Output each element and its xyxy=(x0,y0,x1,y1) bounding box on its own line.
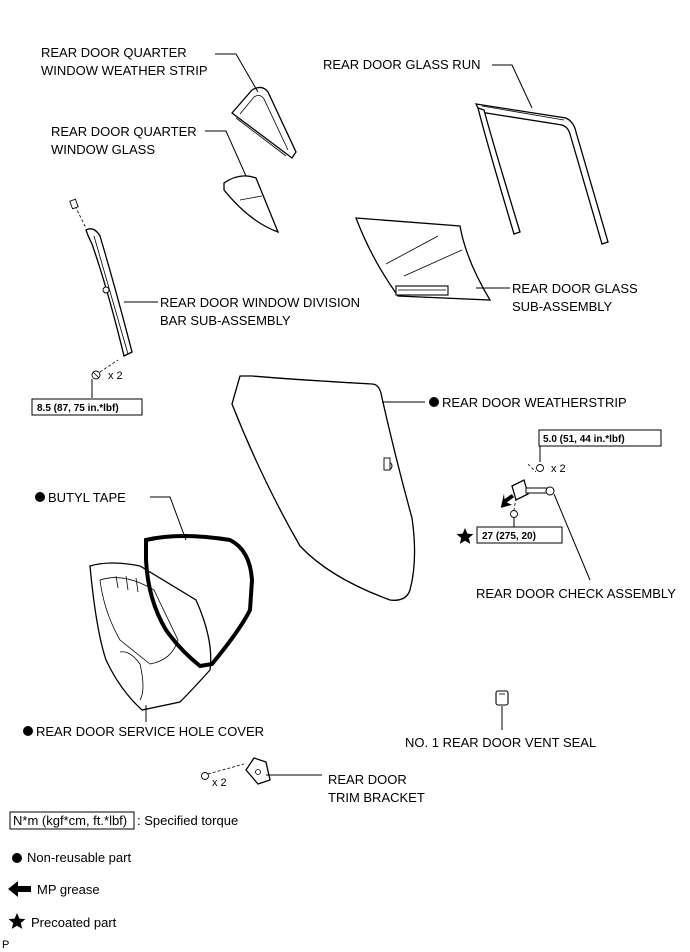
non-reusable-icon xyxy=(12,853,22,863)
torque-division-bar: 8.5 (87, 75 in.*lbf) xyxy=(37,403,119,414)
torque-check-lower: 27 (275, 20) xyxy=(482,531,536,542)
label-glass-sub-1: REAR DOOR GLASS xyxy=(512,281,638,296)
window-division-bar xyxy=(69,198,133,357)
label-glass-sub-2: SUB-ASSEMBLY xyxy=(512,299,613,314)
non-reusable-dot-butyl xyxy=(35,492,45,502)
trim-bracket-count: x 2 xyxy=(212,777,227,789)
label-trim-bracket-1: REAR DOOR xyxy=(328,772,407,787)
precoated-icon xyxy=(8,913,26,929)
division-bar-bolt-icon xyxy=(91,359,119,380)
legend-mp-grease: MP grease xyxy=(37,882,100,897)
label-quarter-weather-strip-1: REAR DOOR QUARTER xyxy=(41,45,187,60)
division-bar-count: x 2 xyxy=(108,370,123,382)
label-trim-bracket-2: TRIM BRACKET xyxy=(328,790,425,805)
label-division-bar-2: BAR SUB-ASSEMBLY xyxy=(160,313,291,328)
non-reusable-dot-cover xyxy=(23,726,33,736)
label-vent-seal: NO. 1 REAR DOOR VENT SEAL xyxy=(405,735,596,750)
torque-check-upper: 5.0 (51, 44 in.*lbf) xyxy=(543,434,625,445)
footer-code: P xyxy=(2,939,9,951)
check-upper-bolt-icon xyxy=(527,463,544,473)
mp-grease-icon xyxy=(8,881,31,897)
legend-precoated: Precoated part xyxy=(31,915,117,930)
torque-box-check-lower xyxy=(476,526,563,544)
leader-quarter-glass xyxy=(205,130,247,177)
torque-box-check-upper xyxy=(538,429,662,447)
rear-door-service-hole-cover xyxy=(89,562,212,711)
legend: N*m (kgf*cm, ft.*lbf) : Specified torque… xyxy=(2,811,238,951)
rear-door-glass-sub-assembly xyxy=(355,217,492,301)
legend-non-reusable: Non-reusable part xyxy=(27,850,131,865)
legend-torque-text: : Specified torque xyxy=(137,813,238,828)
leader-glass-run xyxy=(492,64,533,109)
label-quarter-glass-1: REAR DOOR QUARTER xyxy=(51,124,197,139)
door-check-assembly xyxy=(511,479,555,501)
label-division-bar-1: REAR DOOR WINDOW DIVISION xyxy=(160,295,360,310)
vent-seal xyxy=(495,690,509,706)
label-butyl-tape: BUTYL TAPE xyxy=(48,490,126,505)
label-service-hole-cover: REAR DOOR SERVICE HOLE COVER xyxy=(36,724,264,739)
check-count: x 2 xyxy=(551,463,566,475)
leader-quarter-weather-strip xyxy=(215,53,259,93)
quarter-window-glass xyxy=(223,175,280,234)
quarter-window-weather-strip xyxy=(231,86,297,159)
legend-torque-unit: N*m (kgf*cm, ft.*lbf) xyxy=(13,813,127,828)
label-check-assembly: REAR DOOR CHECK ASSEMBLY xyxy=(476,586,676,601)
mp-grease-arrow-icon xyxy=(500,493,515,508)
label-weatherstrip: REAR DOOR WEATHERSTRIP xyxy=(442,395,627,410)
non-reusable-dot-weatherstrip xyxy=(429,397,439,407)
label-quarter-glass-2: WINDOW GLASS xyxy=(51,142,155,157)
torque-box-division-bar xyxy=(31,398,143,416)
label-glass-run: REAR DOOR GLASS RUN xyxy=(323,57,480,72)
leader-butyl-tape xyxy=(150,496,187,541)
check-lower-bolt-icon xyxy=(510,497,518,518)
leader-check-assembly xyxy=(553,493,591,581)
label-quarter-weather-strip-2: WINDOW WEATHER STRIP xyxy=(41,63,208,78)
rear-door-weatherstrip xyxy=(231,375,416,601)
trim-bracket-bolt-icon xyxy=(201,763,245,780)
butyl-tape xyxy=(144,534,255,669)
legend-torque-box xyxy=(9,811,135,830)
rear-door-glass-run xyxy=(474,103,609,245)
trim-bracket xyxy=(245,757,271,785)
precoated-star-icon xyxy=(456,528,474,544)
